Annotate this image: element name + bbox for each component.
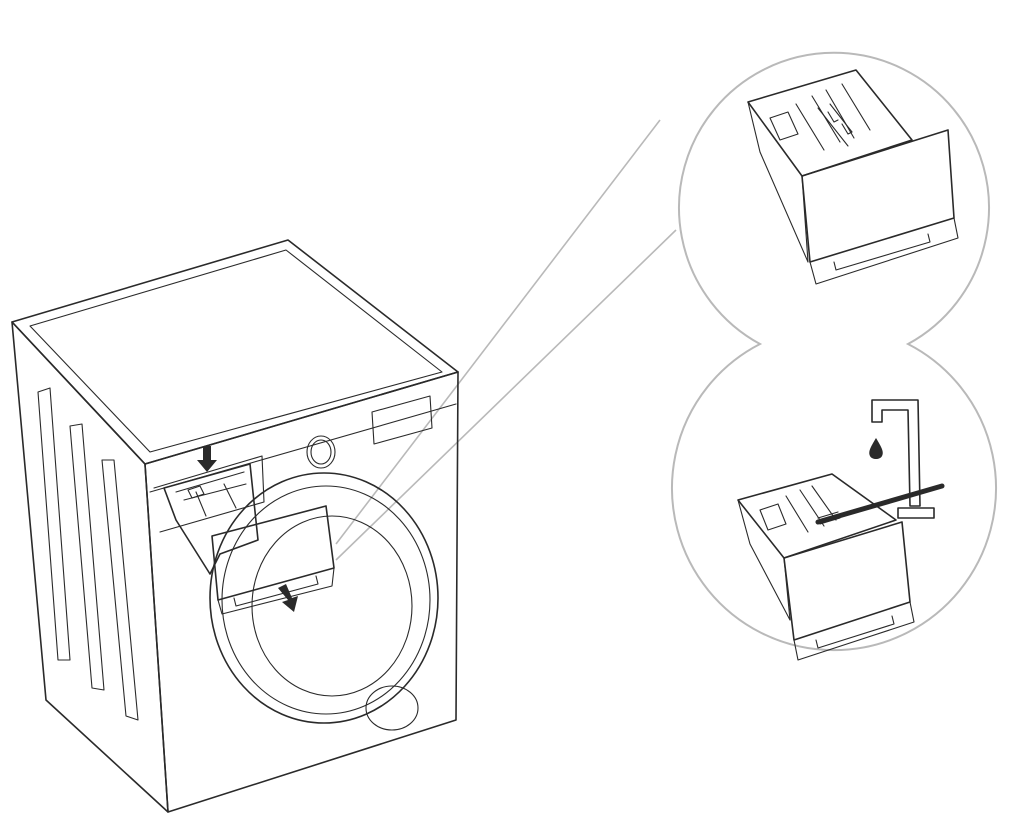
callout-bubble-outline <box>672 53 996 650</box>
machine-side <box>12 322 168 812</box>
callout-line-upper <box>336 120 660 544</box>
washing-machine-icon <box>12 240 458 812</box>
pull-arrow-icon <box>278 584 298 612</box>
door-ring <box>210 473 438 723</box>
callout-bubbles <box>336 53 996 650</box>
press-arrow-icon <box>197 446 217 472</box>
machine-top <box>12 240 458 464</box>
filter-cover <box>366 686 418 730</box>
drawer-handle <box>212 506 334 600</box>
callout-line-lower <box>336 230 676 560</box>
